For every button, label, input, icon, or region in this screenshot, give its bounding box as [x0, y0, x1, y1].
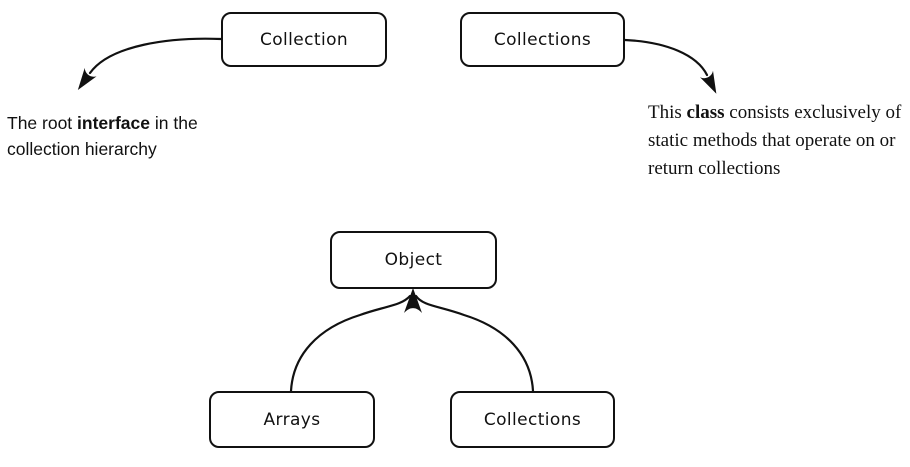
collection-box-label: Collection: [259, 29, 349, 50]
collection-box: Collection: [221, 12, 387, 67]
collection-to-note-arrow: [77, 37, 223, 90]
class-annotation: This class consists exclusively of stati…: [648, 99, 910, 183]
interface-annotation-bold: interface: [77, 113, 150, 133]
object-arrowhead-icon: [404, 288, 422, 313]
class-annotation-bold: class: [686, 102, 725, 123]
interface-annotation-post: in the collection hierarchy: [7, 113, 198, 159]
interface-annotation: The root interface in the collection hie…: [7, 110, 222, 162]
arrays-box-label: Arrays: [263, 409, 321, 430]
collections-hierarchy-box: Collections: [450, 391, 615, 448]
object-box-label: Object: [384, 250, 443, 270]
collections-to-note-arrow: [623, 38, 717, 94]
collections-hierarchy-box-label: Collections: [483, 409, 582, 430]
arrays-box: Arrays: [209, 391, 375, 448]
class-annotation-post: consists exclusively of static methods t…: [648, 102, 902, 179]
interface-annotation-pre: The root: [7, 113, 78, 133]
arrays-to-object-line: [289, 294, 412, 393]
object-box: Object: [330, 231, 497, 289]
collections-class-box-label: Collections: [493, 29, 592, 50]
class-annotation-pre: This: [648, 102, 687, 123]
collections-to-object-line: [414, 294, 535, 393]
collections-class-box: Collections: [460, 12, 625, 67]
